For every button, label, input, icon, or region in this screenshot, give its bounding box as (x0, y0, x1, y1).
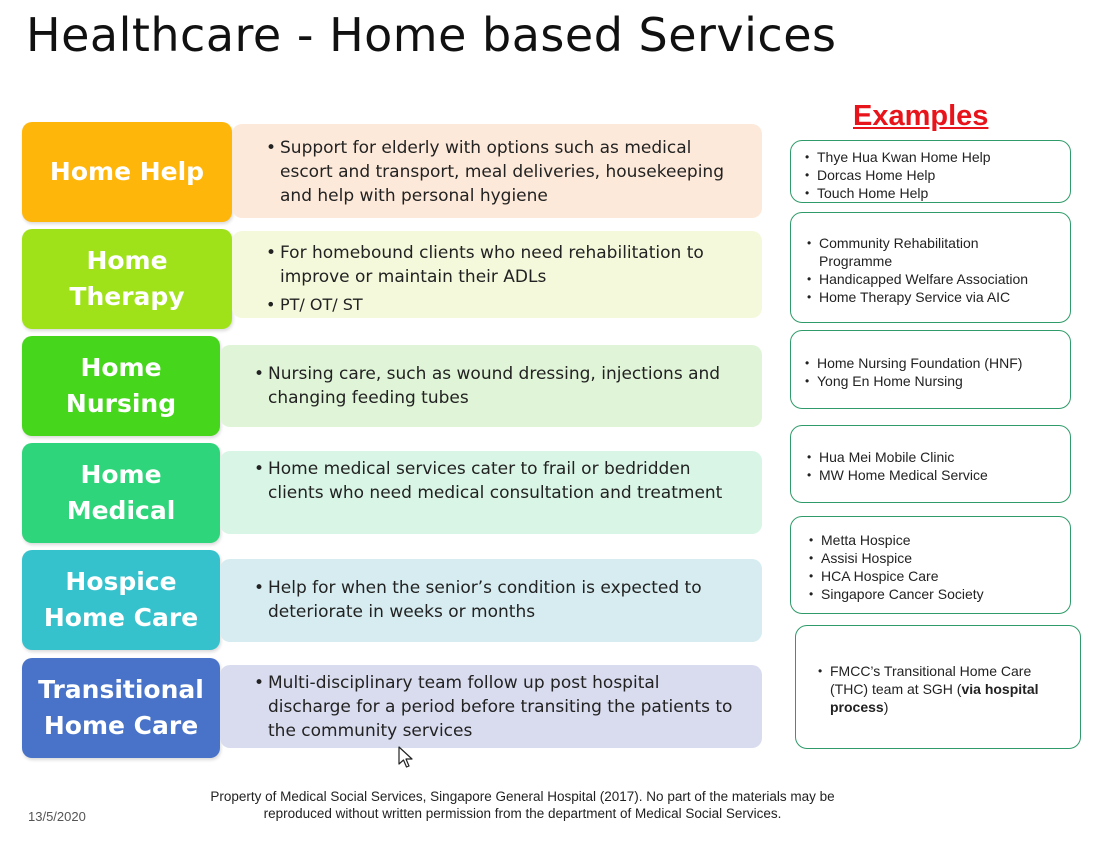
example-item: Hua Mei Mobile Clinic (807, 448, 1060, 466)
service-description-home-nursing: Nursing care, such as wound dressing, in… (220, 345, 762, 427)
example-item: Singapore Cancer Society (809, 585, 1060, 603)
example-item: Community Rehabilitation Programme (807, 234, 999, 270)
service-description-home-help: Support for elderly with options such as… (232, 124, 762, 218)
example-item: Home Therapy Service via AIC (807, 288, 1060, 306)
service-point: Help for when the senior’s condition is … (254, 576, 742, 624)
example-item: Touch Home Help (805, 184, 1060, 202)
examples-box-transitional-home-care: FMCC’s Transitional Home Care (THC) team… (795, 625, 1081, 749)
example-item: Dorcas Home Help (805, 166, 1060, 184)
service-point: Home medical services cater to frail or … (254, 457, 742, 505)
examples-box-home-therapy: Community Rehabilitation Programme Handi… (790, 212, 1071, 323)
example-item: HCA Hospice Care (809, 567, 1060, 585)
service-point: Support for elderly with options such as… (266, 136, 742, 208)
slide-date: 13/5/2020 (28, 809, 86, 824)
service-point: Multi-disciplinary team follow up post h… (254, 671, 742, 743)
service-description-home-medical: Home medical services cater to frail or … (220, 451, 762, 534)
example-item: Home Nursing Foundation (HNF) (805, 354, 1060, 372)
example-item: Metta Hospice (809, 531, 1060, 549)
service-description-transitional-home-care: Multi-disciplinary team follow up post h… (220, 665, 762, 748)
page-title: Healthcare - Home based Services (26, 8, 837, 62)
service-point: PT/ OT/ ST (266, 293, 742, 317)
example-item: MW Home Medical Service (807, 466, 1060, 484)
examples-box-hospice-home-care: Metta Hospice Assisi Hospice HCA Hospice… (790, 516, 1071, 614)
examples-heading: Examples (853, 100, 989, 132)
example-item: FMCC’s Transitional Home Care (THC) team… (818, 662, 1060, 716)
service-description-home-therapy: For homebound clients who need rehabilit… (232, 231, 762, 318)
examples-box-home-help: Thye Hua Kwan Home Help Dorcas Home Help… (790, 140, 1071, 203)
service-label-home-help: Home Help (22, 122, 232, 222)
examples-box-home-nursing: Home Nursing Foundation (HNF) Yong En Ho… (790, 330, 1071, 409)
example-item: Thye Hua Kwan Home Help (805, 148, 1060, 166)
mouse-cursor-icon (398, 746, 413, 768)
service-description-hospice-home-care: Help for when the senior’s condition is … (220, 559, 762, 642)
example-item: Yong En Home Nursing (805, 372, 1060, 390)
service-point: For homebound clients who need rehabilit… (266, 241, 742, 289)
example-item: Assisi Hospice (809, 549, 1060, 567)
service-point: Nursing care, such as wound dressing, in… (254, 362, 742, 410)
example-item: Handicapped Welfare Association (807, 270, 1060, 288)
examples-box-home-medical: Hua Mei Mobile Clinic MW Home Medical Se… (790, 425, 1071, 503)
copyright-footer: Property of Medical Social Services, Sin… (210, 789, 835, 821)
